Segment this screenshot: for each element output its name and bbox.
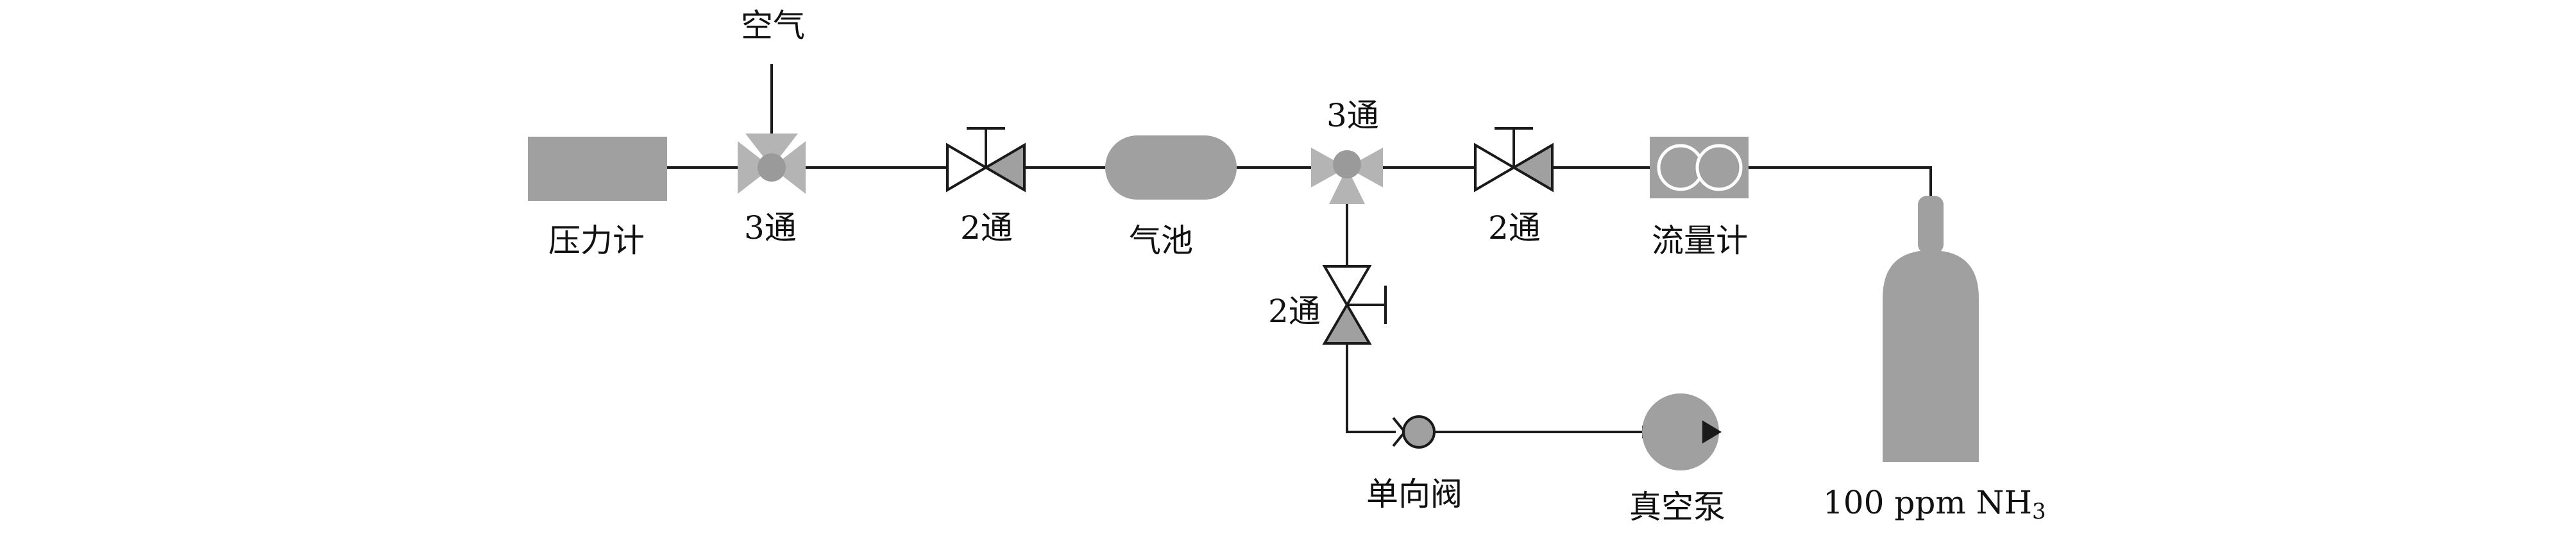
- flowmeter-icon: [1650, 137, 1749, 198]
- two-way-valve-left-icon: [946, 127, 1026, 193]
- three-way-valve-left-icon: [738, 134, 806, 194]
- two-way-valve-right-icon: [1474, 127, 1554, 193]
- air-label: 空气: [741, 7, 805, 44]
- vacuum-pump-icon: [1642, 393, 1722, 470]
- three-way-mid-label: 3通: [1326, 97, 1379, 134]
- two-way-left-label: 2通: [960, 209, 1013, 246]
- two-way-valve-vertical-icon: [1322, 265, 1387, 345]
- two-way-right-label: 2通: [1488, 209, 1541, 246]
- three-way-left-label: 3通: [744, 209, 797, 246]
- gas-cell-icon: [1105, 135, 1237, 200]
- pipe-flowmeter-to-cylinder: [1749, 166, 1932, 196]
- pipe-lines: [667, 64, 1932, 433]
- three-way-valve-mid-icon: [1311, 148, 1383, 204]
- pipe-valve-to-check: [1346, 343, 1396, 433]
- gas-cell-label: 气池: [1129, 222, 1193, 259]
- check-valve-label: 单向阀: [1366, 476, 1462, 513]
- nh3-cylinder-label-main: 100 ppm NH: [1823, 484, 2033, 521]
- gas-cylinder-icon: [1883, 196, 1979, 462]
- two-way-vertical-label: 2通: [1268, 293, 1321, 330]
- nh3-cylinder-label-sub: 3: [2032, 499, 2046, 524]
- nh3-cylinder-label: 100 ppm NH3: [1823, 487, 2046, 522]
- vacuum-pump-label: 真空泵: [1629, 488, 1725, 526]
- pressure-gauge-icon: [528, 137, 667, 201]
- check-valve-icon: [1392, 415, 1436, 449]
- flowmeter-label: 流量计: [1652, 222, 1748, 259]
- pressure-gauge-label: 压力计: [548, 222, 645, 259]
